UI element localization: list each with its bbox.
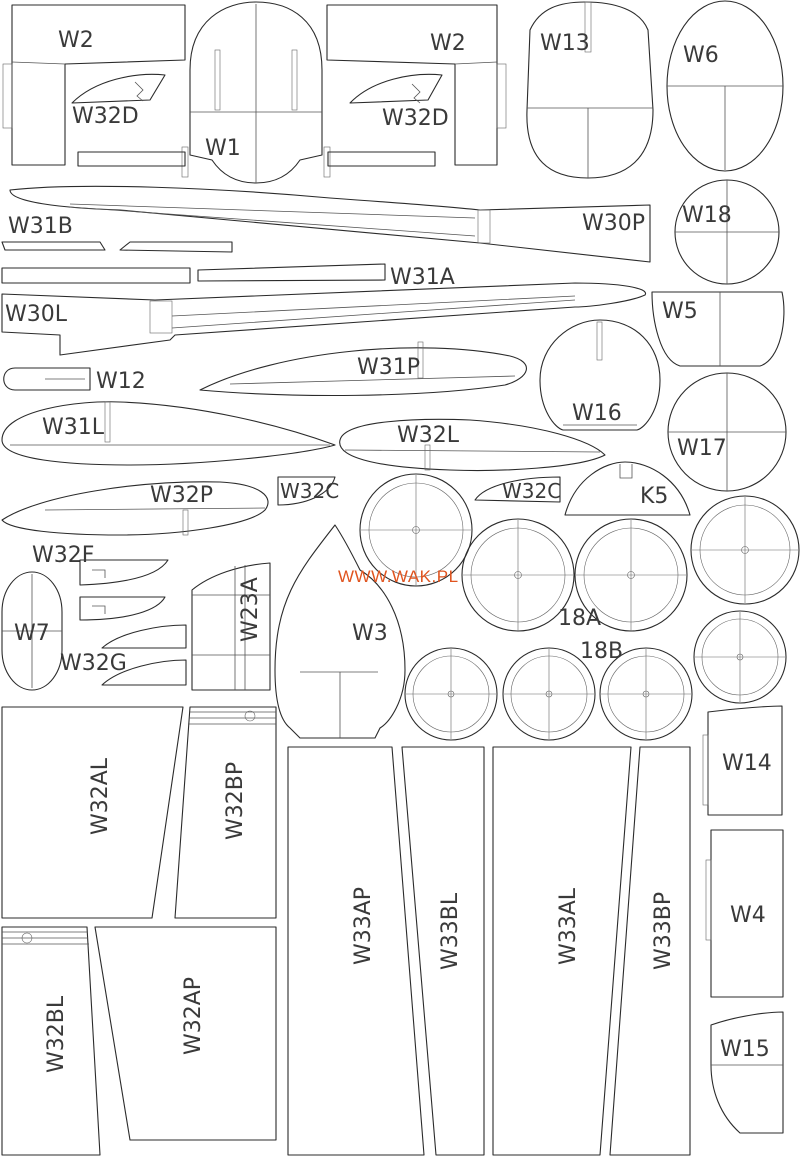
part-w33bp: W33BP [609, 746, 691, 1156]
label-w31a: W31A [390, 265, 455, 290]
part-w13: W13 [526, 1, 654, 179]
label-w32c-left: W32C [280, 479, 339, 503]
label-w16: W16 [572, 401, 622, 426]
label-w33bl: W33BL [438, 892, 463, 970]
label-k5: K5 [640, 484, 668, 509]
label-w7: W7 [14, 621, 50, 646]
part-w7: W7 [1, 571, 63, 691]
part-w32ap: W32AP [94, 926, 277, 1141]
part-w33bl: W33BL [401, 746, 485, 1156]
part-w18: W18 [674, 179, 780, 285]
wheel-disc-5 [693, 610, 787, 704]
label-w32p: W32P [150, 483, 213, 508]
part-w4: W4 [705, 829, 784, 998]
part-w14: W14 [702, 705, 783, 816]
part-w32al: W32AL [1, 706, 184, 919]
wheel-disc-1 [359, 473, 473, 587]
label-w32bp: W32BP [223, 762, 248, 840]
watermark: WWW.WAK.PL [338, 567, 459, 586]
label-w18: W18 [682, 203, 732, 228]
part-w32bp: W32BP [174, 706, 277, 919]
label-w5: W5 [662, 299, 698, 324]
part-w31b: W31B [1, 214, 233, 253]
label-w30p: W30P [582, 211, 645, 236]
wheel-disc-3 [574, 518, 688, 632]
part-w33al: W33AL [492, 746, 632, 1156]
label-w32f: W32F [32, 543, 94, 568]
part-k5: K5 [564, 461, 691, 516]
part-w3: W3 [274, 524, 406, 739]
part-w15: W15 [710, 1011, 784, 1134]
part-w17: W17 [667, 372, 787, 492]
part-w32g: W32G [60, 624, 187, 686]
label-w33al: W33AL [556, 887, 581, 965]
label-w33bp: W33BP [651, 892, 676, 970]
part-w32p: W32P [1, 481, 269, 536]
label-w13: W13 [540, 31, 590, 56]
part-w32c-right: W32C [474, 476, 561, 503]
label-w30l: W30L [5, 302, 68, 327]
label-w17: W17 [677, 436, 727, 461]
label-w6: W6 [683, 43, 719, 68]
wheel-disc-4 [690, 495, 800, 605]
label-w32g: W32G [60, 651, 127, 676]
part-w12: W12 [3, 367, 146, 394]
label-w15: W15 [720, 1037, 770, 1062]
part-w32bl: W32BL [1, 926, 101, 1156]
wheel-disc-7 [502, 647, 596, 741]
label-w1: W1 [205, 136, 241, 161]
part-w32c-left: W32C [277, 476, 339, 506]
label-w23a: W23A [238, 577, 263, 642]
label-w32d-left: W32D [72, 104, 139, 129]
label-w32ap: W32AP [181, 977, 206, 1055]
label-w12: W12 [96, 369, 146, 394]
label-w32l: W32L [397, 423, 460, 448]
part-w16: W16 [539, 319, 661, 431]
part-w2-right: W2 [326, 4, 507, 166]
part-w30l: W30L [1, 282, 647, 356]
part-w2-left: W2 [2, 4, 186, 166]
label-w32c-right: W32C [502, 479, 561, 503]
part-w1: W1 [77, 1, 436, 184]
label-18b: 18B [580, 639, 623, 664]
label-w2-left: W2 [58, 28, 94, 53]
label-w4: W4 [730, 903, 766, 928]
label-w32d-right: W32D [382, 106, 449, 131]
label-18a: 18A [558, 606, 601, 631]
part-w6: W6 [666, 0, 784, 172]
part-w32d-right: W32D [349, 73, 449, 131]
label-w32bl: W32BL [44, 995, 69, 1073]
label-w31l: W31L [42, 415, 105, 440]
label-w3: W3 [352, 621, 388, 646]
part-w32f: W32F [32, 543, 169, 621]
label-w31b: W31B [8, 214, 73, 239]
part-w23a: W23A [191, 562, 271, 691]
label-w33ap: W33AP [351, 887, 376, 965]
wheel-disc-8 [599, 647, 693, 741]
part-w33ap: W33AP [287, 746, 425, 1156]
part-w31l: W31L [1, 401, 336, 466]
label-w14: W14 [722, 751, 772, 776]
label-w32al: W32AL [88, 757, 113, 835]
part-w5: W5 [651, 291, 785, 367]
part-w32l: W32L [339, 418, 606, 472]
label-w31p: W31P [357, 355, 420, 380]
part-w30p: W30P [9, 185, 651, 263]
label-w2-right: W2 [430, 31, 466, 56]
part-w31a: W31A [1, 263, 455, 290]
part-w32d-left: W32D [71, 73, 166, 129]
wheel-disc-2 [461, 518, 575, 632]
part-w31p: W31P [199, 341, 527, 397]
wheel-disc-6 [404, 647, 498, 741]
